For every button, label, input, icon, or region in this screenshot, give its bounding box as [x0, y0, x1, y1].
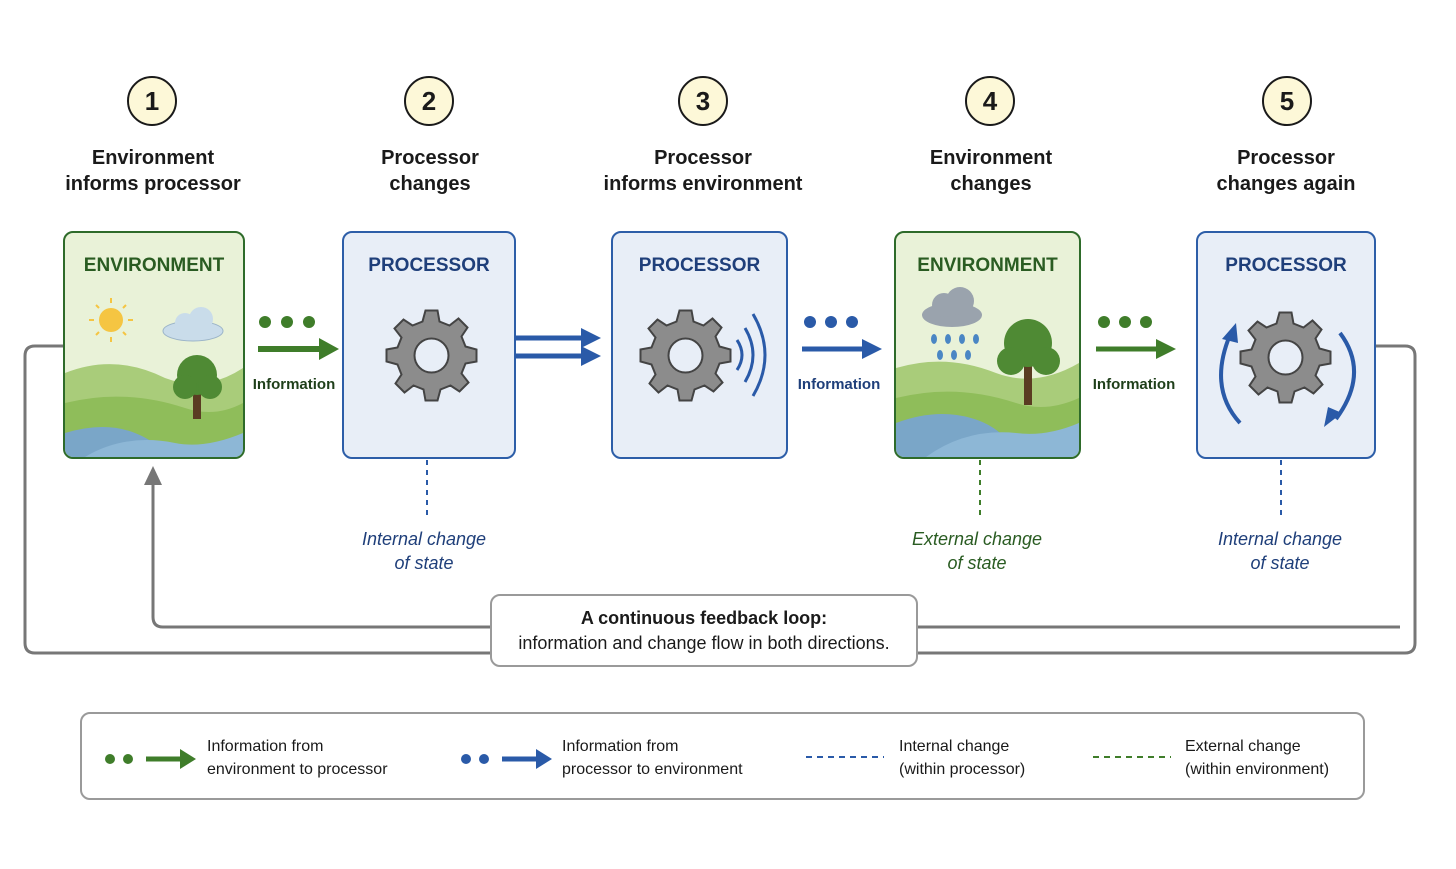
green-dot	[1119, 316, 1131, 328]
blue-dot	[846, 316, 858, 328]
panel-4-title: ENVIRONMENT	[917, 255, 1058, 276]
change-5-line1: Internal change	[1217, 529, 1343, 549]
info-arrow-env-to-proc-2	[1096, 316, 1176, 359]
step-2-title-line2: changes	[389, 173, 471, 195]
change-4-line1: External change	[911, 529, 1043, 549]
step-1-title: Environment informs processor	[23, 145, 283, 197]
blue-dot	[804, 316, 816, 328]
legend-green-arrow-icon	[105, 749, 196, 769]
broadcast-waves-icon	[735, 313, 767, 397]
info-arrow-proc-to-env	[802, 316, 882, 359]
info-label-4: Information	[1092, 376, 1176, 393]
gear-icon	[385, 309, 478, 402]
feedback-loop-callout: A continuous feedback loop: information …	[490, 594, 918, 667]
external-change-label-4: External change of state	[897, 527, 1057, 575]
rainy-landscape-illustration	[896, 287, 1079, 457]
legend-blue-arrow-icon	[461, 749, 552, 769]
rain-drops	[931, 334, 979, 360]
tree-icon	[997, 319, 1060, 405]
green-dot	[281, 316, 293, 328]
panel-2-title: PROCESSOR	[368, 255, 490, 276]
environment-panel-4: ENVIRONMENT	[894, 231, 1081, 459]
change-4-line2: of state	[947, 553, 1007, 573]
legend-green-dashed-line	[1093, 756, 1171, 758]
step-3-title: Processor informs environment	[573, 145, 833, 197]
legend-text-1: Information from environment to processo…	[207, 735, 388, 781]
panel-5-title: PROCESSOR	[1225, 255, 1347, 276]
panel-1-title: ENVIRONMENT	[83, 255, 225, 276]
gear-icon	[639, 309, 732, 402]
processor-panel-2: PROCESSOR	[342, 231, 516, 459]
processor-panel-5: PROCESSOR	[1196, 231, 1376, 459]
green-dot	[1140, 316, 1152, 328]
step-2-number: 2	[404, 76, 454, 126]
step-4-title: Environment changes	[861, 145, 1121, 197]
info-label-3: Information	[797, 376, 881, 393]
legend-text-3: Internal change (within processor)	[899, 735, 1025, 781]
step-4-title-line1: Environment	[929, 147, 1053, 169]
feedback-arrowhead	[144, 466, 162, 485]
blue-dot	[825, 316, 837, 328]
callout-title: A continuous feedback loop:	[580, 608, 828, 628]
green-dot	[1098, 316, 1110, 328]
legend-3-line2: (within processor)	[899, 761, 1026, 778]
legend-4-line2: (within environment)	[1185, 761, 1330, 778]
internal-change-label-2: Internal change of state	[344, 527, 504, 575]
step-3-number: 3	[678, 76, 728, 126]
sun-icon	[89, 298, 133, 342]
rotation-arrows-icon	[1219, 323, 1357, 427]
step-3-title-line2: informs environment	[603, 173, 803, 195]
step-1-title-line2: informs processor	[65, 173, 241, 195]
inner-loop-line	[151, 478, 490, 629]
tree-icon	[173, 355, 222, 419]
step-1-title-line1: Environment	[91, 147, 215, 169]
legend-text-4: External change (within environment)	[1185, 735, 1329, 781]
legend-text-2: Information from processor to environmen…	[562, 735, 743, 781]
step-5-title-line1: Processor	[1237, 147, 1335, 169]
step-4-title-line2: changes	[950, 173, 1032, 195]
legend-1-line1: Information from	[207, 738, 324, 755]
legend-3-line1: Internal change	[899, 738, 1010, 755]
processor-panel-3: PROCESSOR	[611, 231, 788, 459]
step-5-title: Processor changes again	[1156, 145, 1416, 197]
callout-subtitle: information and change flow in both dire…	[518, 633, 890, 653]
step-5-number: 5	[1262, 76, 1312, 126]
step-1-number: 1	[127, 76, 177, 126]
change-2-line2: of state	[394, 553, 454, 573]
internal-change-label-5: Internal change of state	[1200, 527, 1360, 575]
legend-4-line1: External change	[1185, 738, 1301, 755]
change-2-line1: Internal change	[361, 529, 487, 549]
environment-panel-1: ENVIRONMENT	[63, 231, 245, 459]
legend-2-line1: Information from	[562, 738, 679, 755]
step-5-title-line2: changes again	[1216, 173, 1356, 195]
panel-3-title: PROCESSOR	[638, 255, 761, 276]
legend-blue-dashed-line	[806, 756, 884, 758]
step-2-title: Processor changes	[300, 145, 560, 197]
green-dot	[303, 316, 315, 328]
legend-1-line2: environment to processor	[207, 761, 388, 778]
cloud-icon	[162, 307, 224, 342]
double-arrow-2-to-3	[515, 328, 601, 366]
green-dot	[259, 316, 271, 328]
step-3-title-line1: Processor	[654, 147, 752, 169]
step-2-title-line1: Processor	[381, 147, 479, 169]
rain-cloud-icon	[922, 287, 982, 327]
step-4-number: 4	[965, 76, 1015, 126]
gear-icon	[1239, 311, 1332, 404]
change-5-line2: of state	[1250, 553, 1310, 573]
landscape-illustration	[65, 298, 243, 457]
legend-2-line2: processor to environment	[562, 761, 743, 778]
legend: Information from environment to processo…	[80, 712, 1365, 800]
info-label-1: Information	[252, 376, 336, 393]
info-arrow-env-to-proc-1	[258, 316, 339, 360]
